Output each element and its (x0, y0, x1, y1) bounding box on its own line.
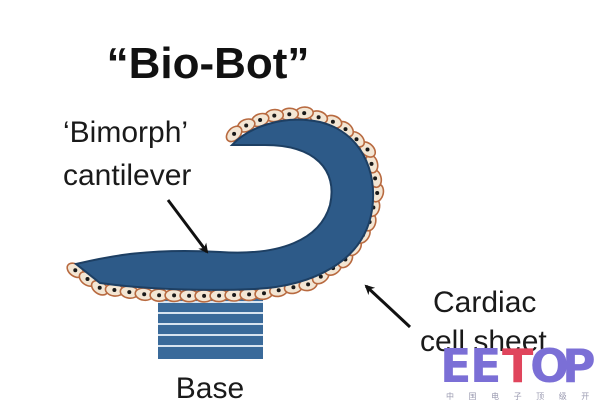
cantilever-arrow (166, 199, 209, 254)
cell-nucleus (330, 119, 335, 124)
cell-nucleus (302, 111, 307, 116)
cell-nucleus (172, 293, 177, 298)
base-block (158, 291, 263, 359)
cantilever-label-line1: ‘Bimorph’ (63, 116, 188, 149)
watermark-letter: P (562, 339, 596, 393)
cell-nucleus (244, 123, 249, 128)
cell-nucleus (316, 115, 321, 120)
cell-nucleus (375, 191, 380, 195)
watermark-letter: E (470, 339, 501, 393)
watermark-letter: O (530, 339, 569, 393)
watermark-letter: T (502, 339, 534, 393)
diagram-title: “Bio-Bot” (107, 39, 310, 88)
base-label: Base (176, 372, 244, 405)
cell-nucleus (127, 290, 132, 295)
cell-nucleus (291, 285, 296, 290)
cell-nucleus (247, 292, 252, 297)
cell-nucleus (232, 293, 237, 297)
cell-nucleus (287, 112, 292, 117)
cell-nucleus (85, 277, 90, 281)
cell-nucleus (272, 113, 277, 118)
cardiac-label-line1: Cardiac (433, 286, 536, 319)
cell-nucleus (112, 288, 117, 292)
cell-nucleus (217, 293, 222, 298)
cell-nucleus (142, 292, 147, 297)
cardiac-label-line2: cell sheet (420, 325, 547, 358)
cell-nucleus (258, 118, 263, 122)
cell-nucleus (373, 176, 378, 181)
watermark-letter: E (440, 339, 471, 393)
eetop-watermark: E E T O P 中 国 电 子 顶 级 开 发 网 (440, 339, 600, 401)
cantilever-label-line2: cantilever (63, 159, 191, 192)
cell-nucleus (97, 285, 102, 290)
cell-nucleus (343, 127, 348, 132)
cell-nucleus (187, 293, 192, 298)
cell-nucleus (365, 147, 370, 152)
cell-nucleus (262, 291, 266, 296)
cell-nucleus (276, 288, 281, 293)
cell-nucleus (369, 161, 374, 166)
bimorph-cantilever (73, 118, 375, 291)
watermark-subtitle: 中 国 电 子 顶 级 开 发 网 (446, 391, 600, 401)
cell-nucleus (202, 293, 207, 298)
cell-nucleus (232, 131, 237, 136)
cell-nucleus (318, 274, 323, 279)
cardiac-cell-sheet (66, 106, 385, 303)
cell-nucleus (73, 268, 78, 273)
cell-nucleus (157, 293, 162, 298)
cardiac-arrow (364, 284, 412, 329)
cell-nucleus (354, 137, 359, 142)
cell-nucleus (306, 282, 311, 287)
